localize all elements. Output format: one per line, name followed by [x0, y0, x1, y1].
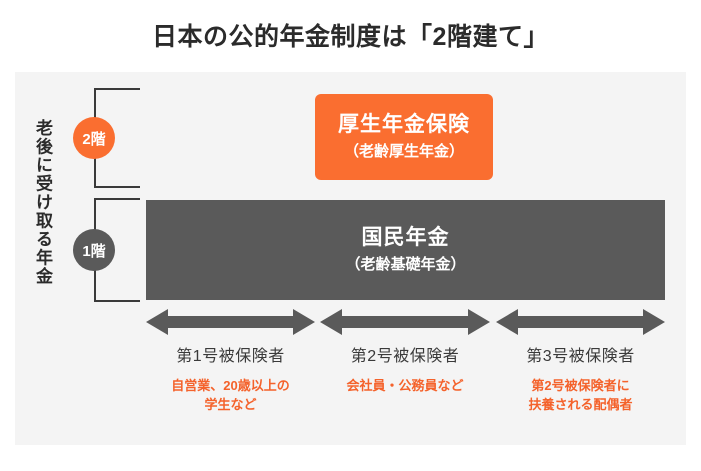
category-1-description-line-1: 自営業、20歳以上の	[171, 378, 290, 393]
double-arrow-icon-category-2	[320, 309, 490, 335]
page-title: 日本の公的年金制度は「2階建て」	[152, 23, 549, 51]
category-2: 第2号被保険者 会社員・公務員など	[320, 345, 490, 395]
tier1-box-title: 国民年金	[361, 225, 450, 249]
category-1: 第1号被保険者 自営業、20歳以上の 学生など	[146, 345, 315, 414]
side-axis-label: 老後に受け取る年金	[33, 118, 52, 286]
category-1-description: 自営業、20歳以上の 学生など	[146, 376, 315, 414]
arrow-row	[0, 309, 701, 335]
category-3-description: 第2号被保険者に 扶養される配偶者	[496, 376, 665, 414]
category-1-description-line-2: 学生など	[204, 397, 257, 412]
double-arrow-icon-category-1	[146, 309, 315, 335]
badge-tier1: 1階	[73, 229, 115, 271]
category-2-title: 第2号被保険者	[350, 348, 460, 365]
category-1-title: 第1号被保険者	[176, 348, 285, 365]
category-2-description: 会社員・公務員など	[320, 376, 490, 395]
category-2-description-line-1: 会社員・公務員など	[346, 378, 464, 393]
category-3: 第3号被保険者 第2号被保険者に 扶養される配偶者	[496, 345, 665, 414]
tier1-box: 国民年金 （老齢基礎年金）	[146, 200, 665, 300]
double-arrow-icon-category-3	[496, 309, 665, 335]
badge-tier2: 2階	[73, 117, 115, 159]
category-3-description-line-1: 第2号被保険者に	[531, 378, 630, 393]
category-3-description-line-2: 扶養される配偶者	[528, 397, 633, 412]
tier2-box-title: 厚生年金保険	[338, 112, 470, 136]
category-3-title: 第3号被保険者	[526, 348, 635, 365]
tier1-box-subtitle: （老齢基礎年金）	[345, 255, 466, 273]
tier2-box-subtitle: （老齢厚生年金）	[343, 142, 464, 160]
tier2-box: 厚生年金保険 （老齢厚生年金）	[315, 94, 493, 180]
